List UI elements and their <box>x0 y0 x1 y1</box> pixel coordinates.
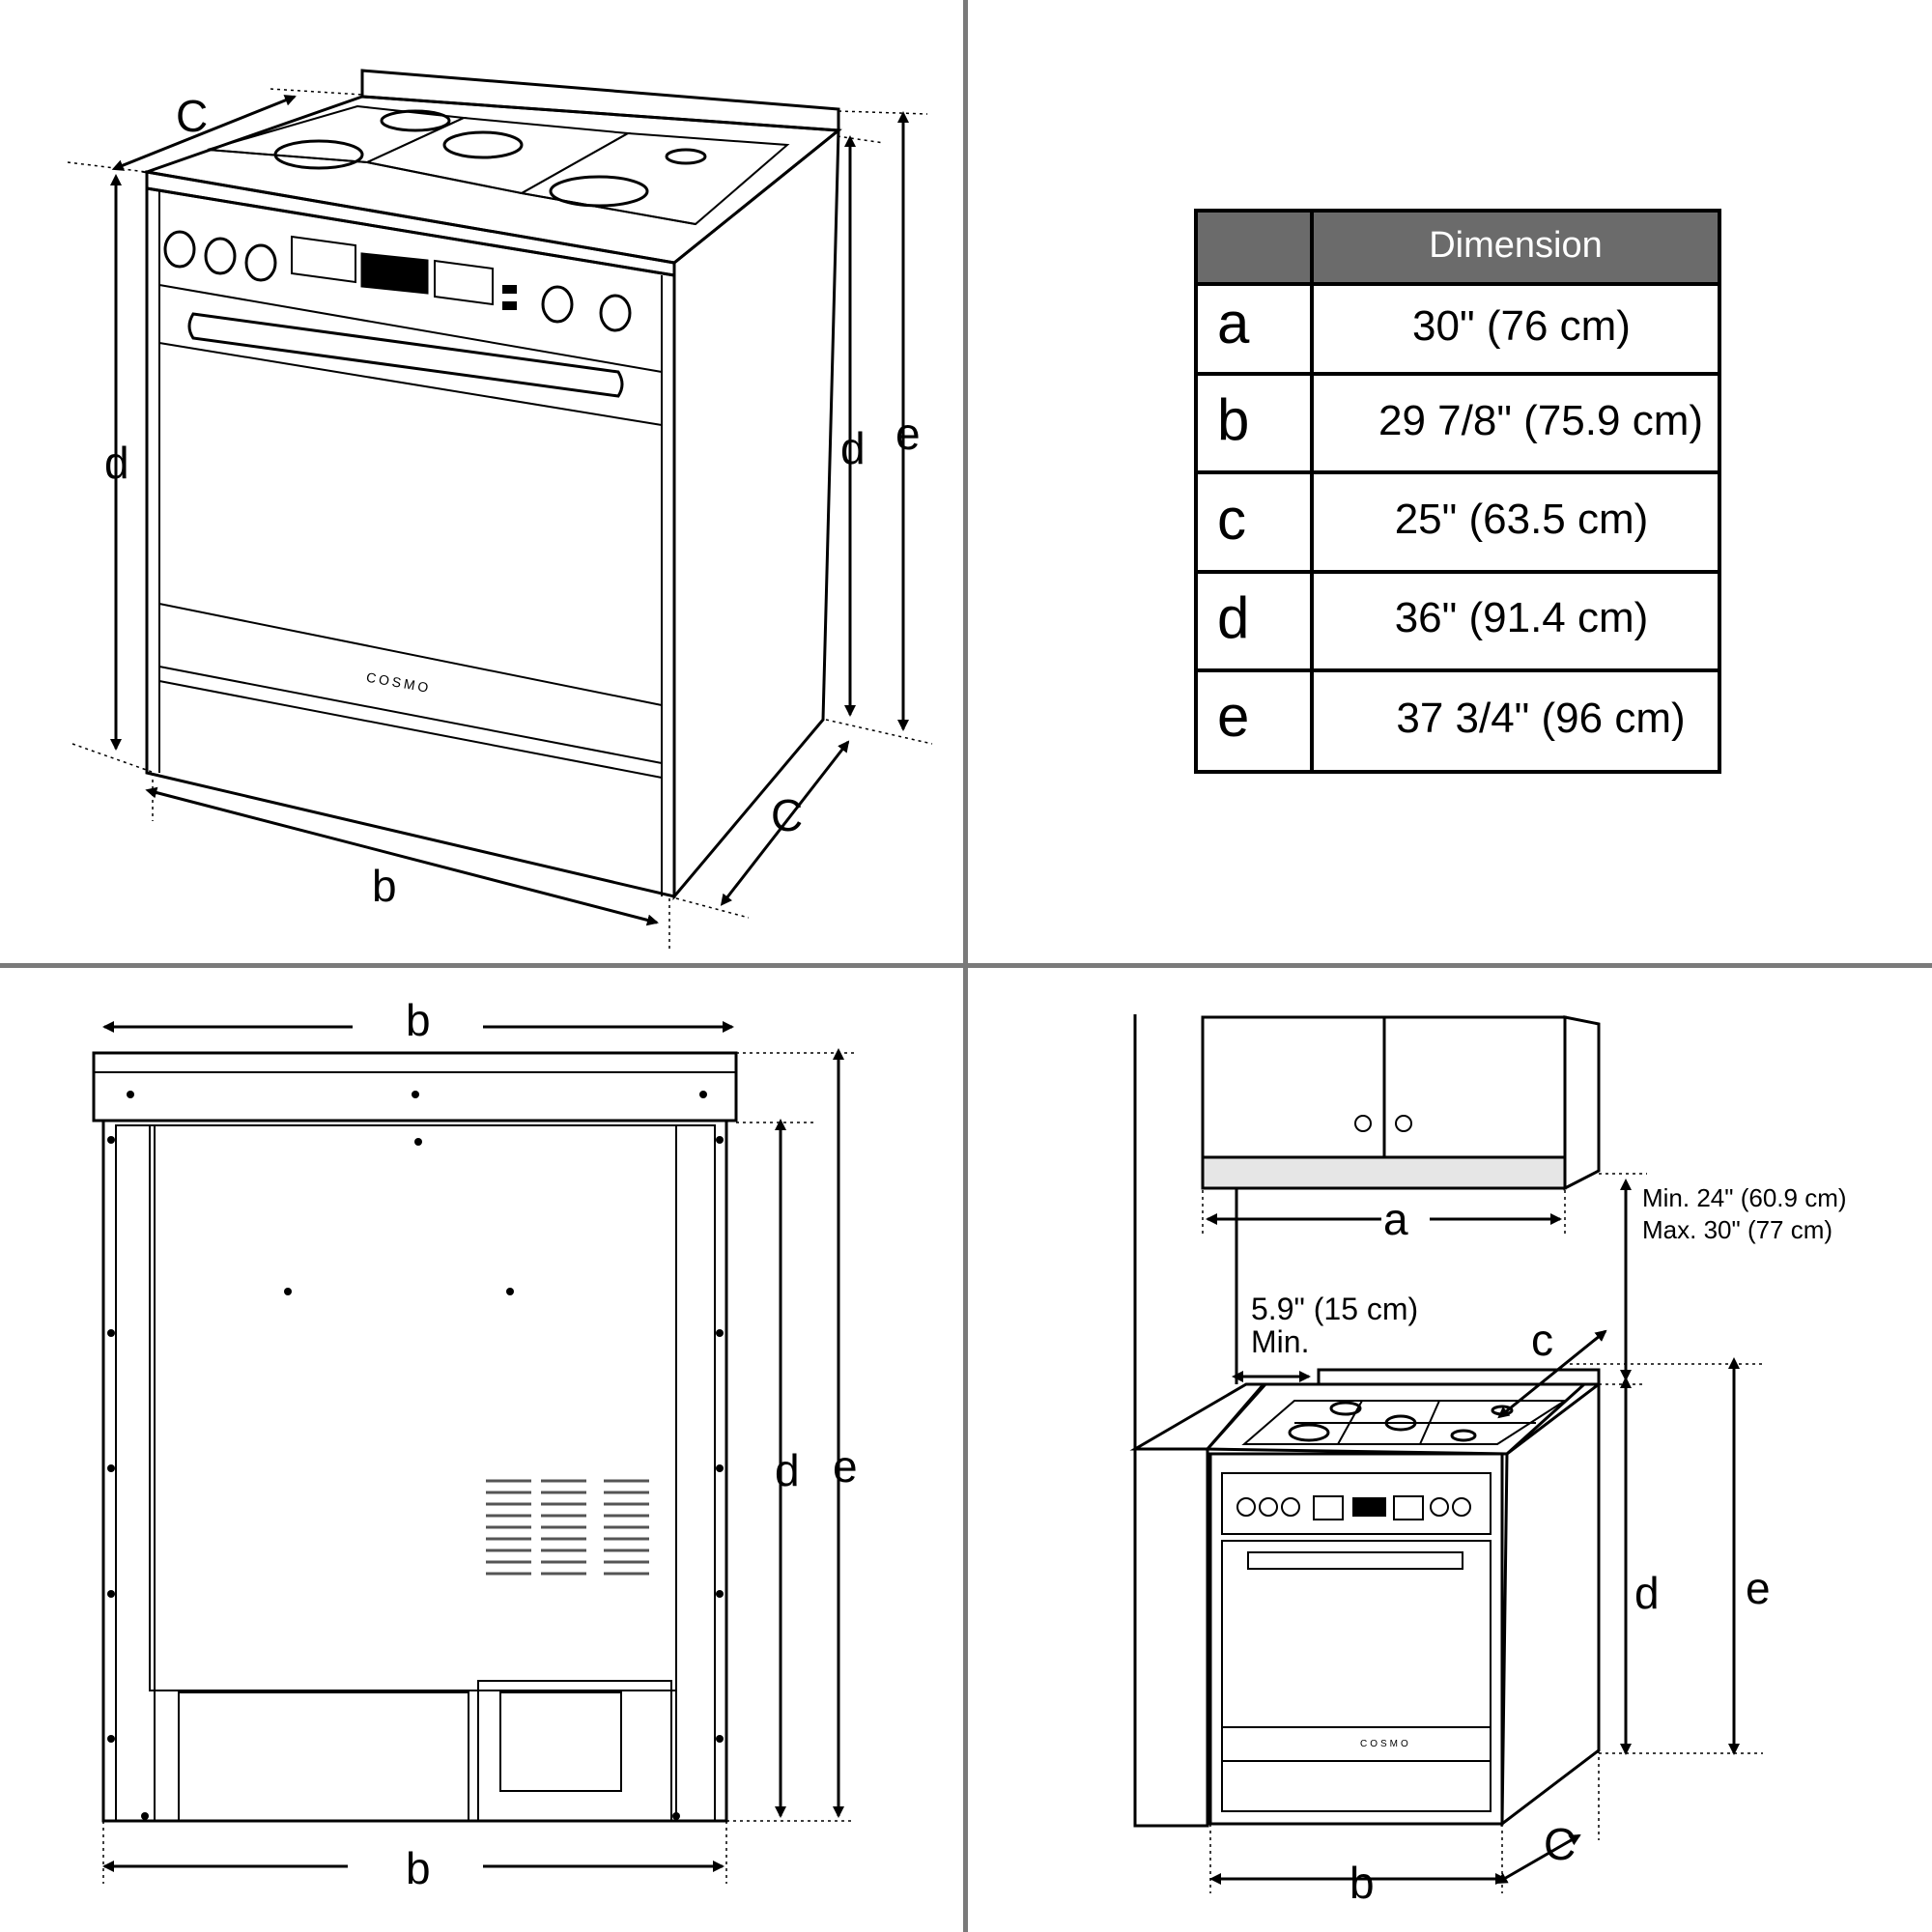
table-value-e: 37 3/4" (96 cm) <box>1396 695 1685 742</box>
label-b-rear-bottom: b <box>406 1843 431 1893</box>
installation-view: COSMO a Min. 24" (60.9 cm) Max. 30" (77 … <box>1129 1014 1847 1908</box>
rear-vent <box>486 1479 649 1576</box>
table-key-b: b <box>1217 387 1249 452</box>
note-hood-max: Max. 30" (77 cm) <box>1642 1215 1833 1244</box>
label-e-install: e <box>1746 1563 1771 1613</box>
table-value-c: 25" (63.5 cm) <box>1395 496 1649 543</box>
dimension-table: Dimension a 30" (76 cm) b 29 7/8" (75.9 … <box>1194 209 1721 774</box>
table-value-b: 29 7/8" (75.9 cm) <box>1378 397 1703 444</box>
label-c-right: C <box>771 790 803 840</box>
note-side-clearance: 5.9" (15 cm) <box>1251 1292 1418 1326</box>
label-c-install-bottom: C <box>1544 1819 1576 1869</box>
label-a: a <box>1383 1194 1408 1244</box>
label-d-install: d <box>1634 1568 1660 1618</box>
label-d-right: d <box>840 423 866 473</box>
label-b-bottom: b <box>372 861 397 911</box>
table-key-d: d <box>1217 585 1249 650</box>
hood-strip <box>1201 1155 1567 1190</box>
label-c-install-top: c <box>1531 1315 1553 1365</box>
perspective-view: COSMO C d d e b C <box>67 69 933 949</box>
table-header-bg <box>1196 211 1719 284</box>
rear-view: b d e b <box>92 995 858 1893</box>
label-d-left: d <box>104 438 129 488</box>
table-key-e: e <box>1217 684 1249 749</box>
label-c-top: C <box>176 91 208 141</box>
horizontal-divider <box>0 963 1932 968</box>
label-b-rear-top: b <box>406 995 431 1045</box>
brand-logo-bottom: COSMO <box>1360 1739 1411 1749</box>
note-hood-min: Min. 24" (60.9 cm) <box>1642 1183 1847 1212</box>
label-d-rear: d <box>775 1445 800 1495</box>
table-key-c: c <box>1217 487 1246 552</box>
label-b-install: b <box>1350 1858 1375 1908</box>
label-e-rear: e <box>833 1441 858 1492</box>
table-key-a: a <box>1217 291 1250 355</box>
table-value-d: 36" (91.4 cm) <box>1395 594 1649 641</box>
table-value-a: 30" (76 cm) <box>1412 302 1631 350</box>
label-e-right: e <box>895 409 921 459</box>
table-header: Dimension <box>1429 225 1603 266</box>
note-side-clearance-min: Min. <box>1251 1324 1309 1359</box>
brand-logo-top: COSMO <box>365 669 433 696</box>
